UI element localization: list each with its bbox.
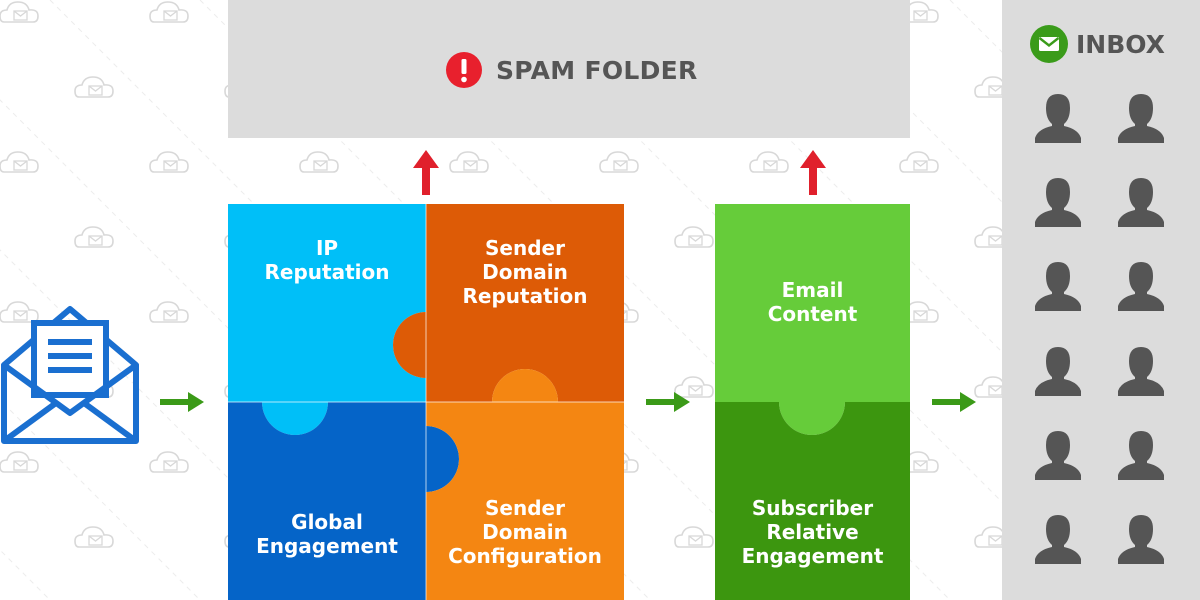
- label-global-engagement: Global Engagement: [256, 510, 398, 558]
- flow-arrow-3: [932, 392, 976, 412]
- inbox-header: INBOX: [1030, 25, 1165, 63]
- spam-arrow-2: [800, 150, 826, 195]
- flow-arrow-1: [160, 392, 204, 412]
- spam-folder-header: SPAM FOLDER: [446, 52, 698, 88]
- open-envelope-icon: [1, 306, 139, 444]
- label-email-content: Email Content: [767, 278, 858, 326]
- label-sender-domain-configuration: Sender Domain Configuration: [448, 496, 602, 568]
- label-ip-reputation: IP Reputation: [264, 236, 390, 284]
- piece-ip-reputation: [228, 204, 426, 435]
- exclamation-icon: [446, 52, 482, 88]
- flow-arrow-2: [646, 392, 690, 412]
- spam-arrow-1: [413, 150, 439, 195]
- mail-icon: [1030, 25, 1068, 63]
- piece-sender-domain-reputation: [393, 204, 624, 402]
- piece-subscriber-relative-engagement: [715, 402, 910, 600]
- inbox-title: INBOX: [1076, 29, 1165, 59]
- label-subscriber-relative-engagement: Subscriber Relative Engagement: [741, 496, 884, 568]
- spam-folder-title: SPAM FOLDER: [496, 55, 698, 85]
- spam-folder-panel: [228, 0, 910, 138]
- label-sender-domain-reputation: Sender Domain Reputation: [462, 236, 588, 308]
- inbox-panel: [1002, 0, 1200, 600]
- piece-email-content: [715, 204, 910, 435]
- piece-global-engagement: [228, 402, 459, 600]
- piece-sender-domain-configuration: [426, 369, 624, 600]
